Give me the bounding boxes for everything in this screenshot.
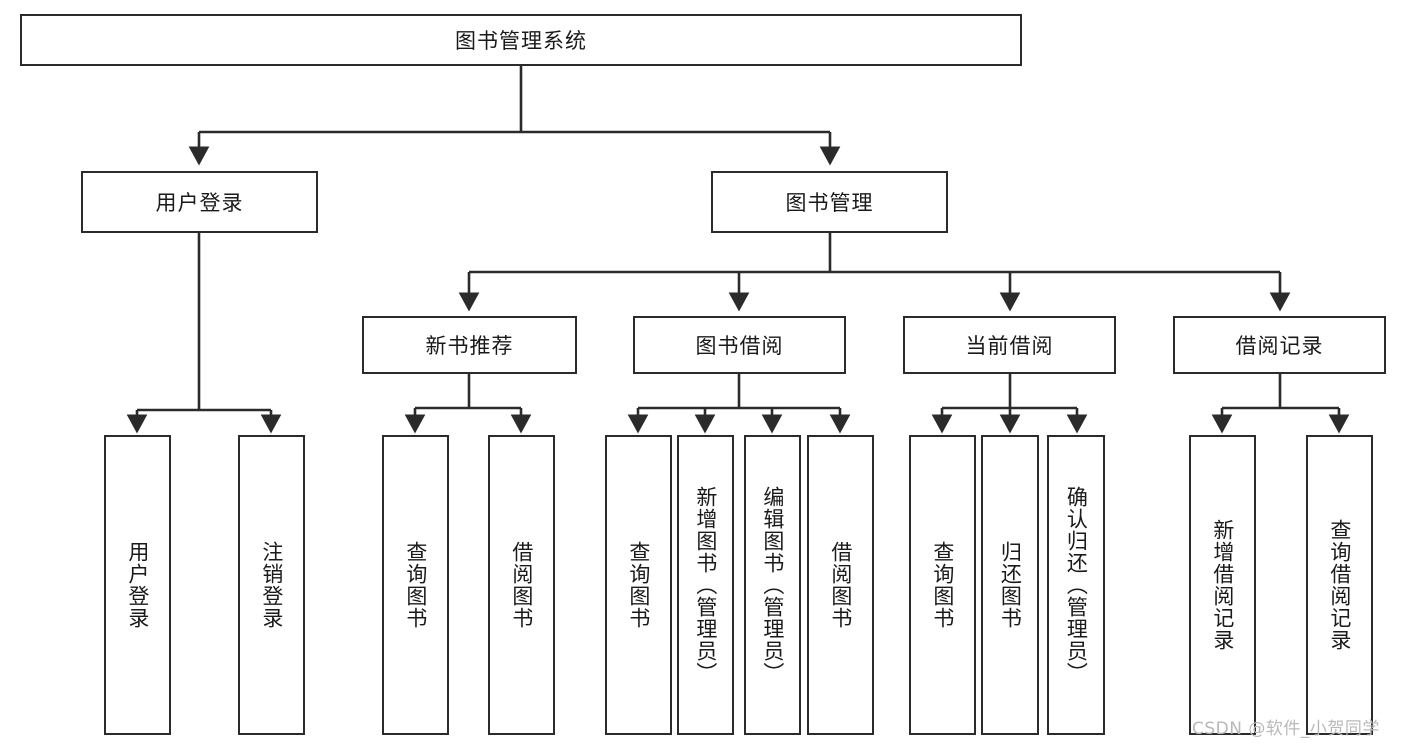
node-label: 编辑图书（管理员） [760,486,785,684]
node-book-manage[interactable]: 图书管理 [711,171,948,233]
node-leaf-borrow-book-1[interactable]: 借阅图书 [488,435,555,735]
node-label: 当前借阅 [965,334,1054,358]
node-leaf-edit-book[interactable]: 编辑图书（管理员） [744,435,801,735]
node-leaf-return-book[interactable]: 归还图书 [981,435,1039,735]
node-label: 图书借阅 [695,334,784,358]
node-label: 归还图书 [998,541,1023,629]
node-book-borrow[interactable]: 图书借阅 [633,316,846,374]
node-leaf-add-borrow-record[interactable]: 新增借阅记录 [1189,435,1256,735]
node-label: 借阅图书 [509,541,534,629]
node-current-borrow[interactable]: 当前借阅 [903,316,1116,374]
node-leaf-logout-login[interactable]: 注销登录 [238,435,305,735]
node-leaf-user-login[interactable]: 用户登录 [104,435,171,735]
node-label: 用户登录 [125,541,150,629]
node-leaf-query-book-1[interactable]: 查询图书 [382,435,449,735]
node-leaf-confirm-return[interactable]: 确认归还（管理员） [1047,435,1105,735]
node-leaf-query-book-2[interactable]: 查询图书 [605,435,672,735]
node-leaf-add-book[interactable]: 新增图书（管理员） [677,435,734,735]
node-label: 注销登录 [259,541,284,629]
node-label: 借阅记录 [1235,334,1324,358]
node-borrow-record[interactable]: 借阅记录 [1173,316,1386,374]
node-label: 查询图书 [626,541,651,629]
node-label: 用户登录 [155,191,244,215]
node-label: 新书推荐 [425,334,514,358]
node-new-book-recommend[interactable]: 新书推荐 [362,316,577,374]
node-leaf-query-book-3[interactable]: 查询图书 [909,435,976,735]
node-label: 新增图书（管理员） [693,486,718,684]
node-label: 图书管理系统 [455,29,587,53]
node-leaf-query-borrow-record[interactable]: 查询借阅记录 [1306,435,1373,735]
node-label: 借阅图书 [828,541,853,629]
watermark: CSDN @软件_小贺同学 [1192,719,1380,739]
node-leaf-borrow-book-2[interactable]: 借阅图书 [807,435,874,735]
node-label: 图书管理 [785,191,874,215]
node-book-management-system[interactable]: 图书管理系统 [20,14,1022,66]
node-label: 新增借阅记录 [1210,519,1235,651]
node-label: 查询图书 [403,541,428,629]
node-label: 查询图书 [930,541,955,629]
node-label: 确认归还（管理员） [1064,486,1089,684]
node-user-login[interactable]: 用户登录 [81,171,318,233]
node-label: 查询借阅记录 [1327,519,1352,651]
